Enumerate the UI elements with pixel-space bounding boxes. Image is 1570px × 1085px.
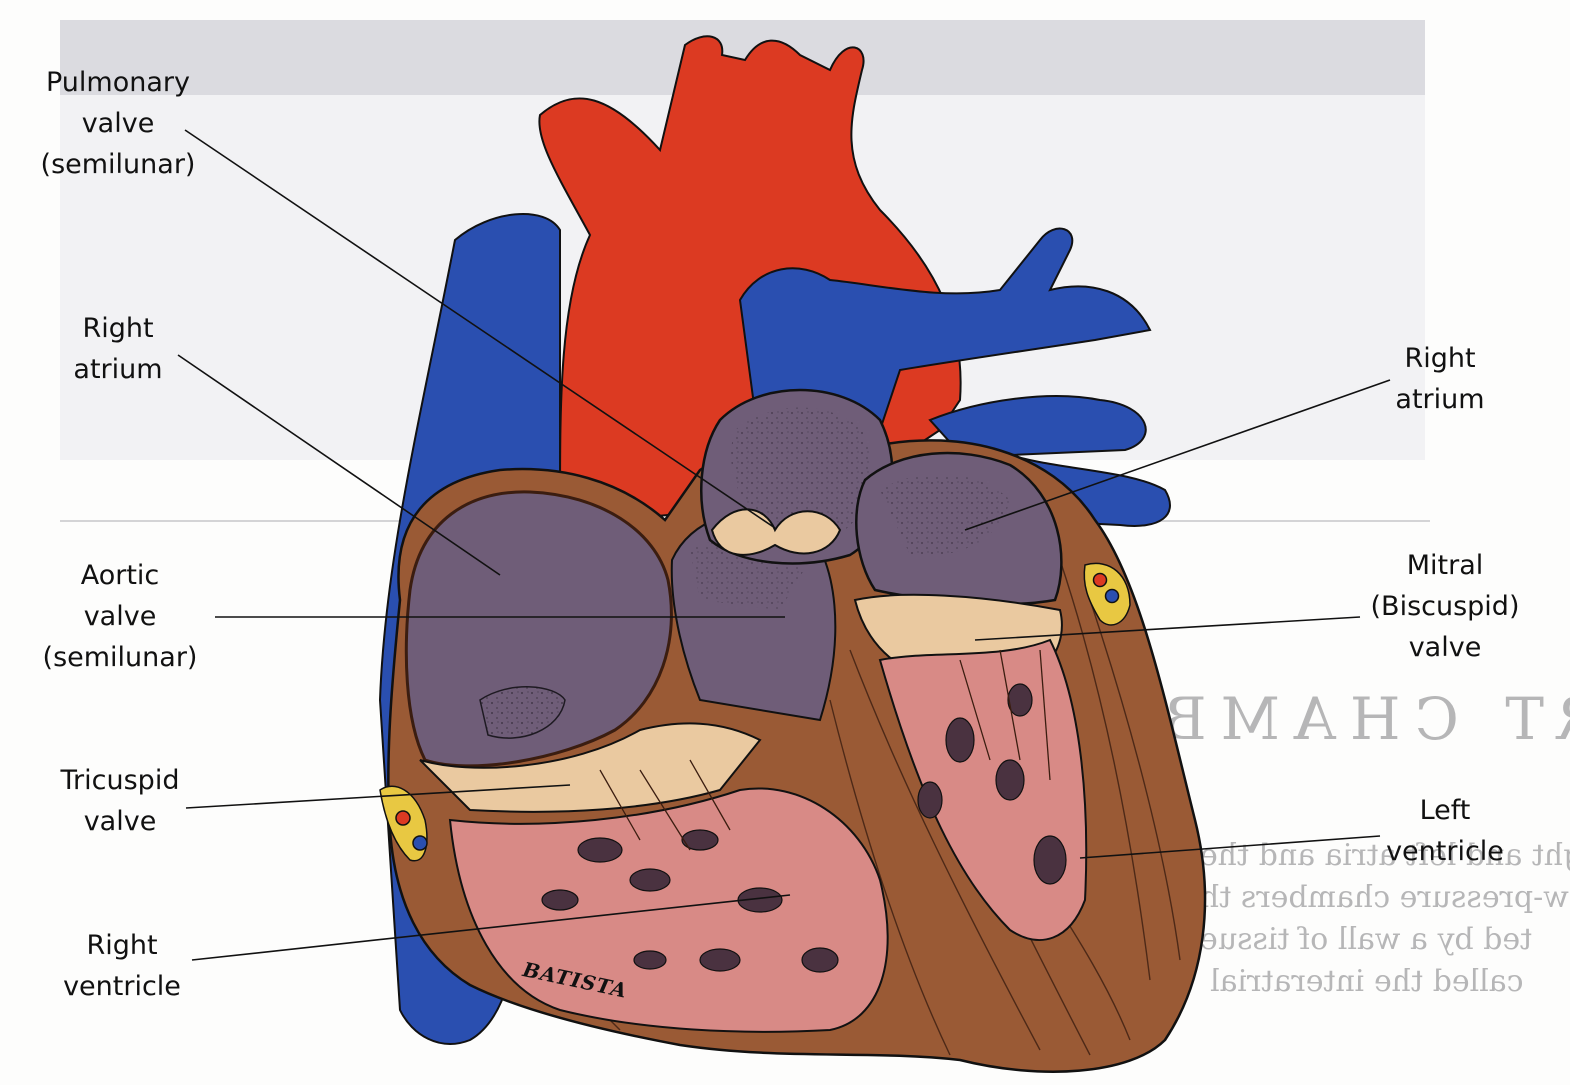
coronary-artery-right [1094,574,1107,587]
label-mitral-valve: Mitral (Biscuspid) valve [1355,545,1535,668]
label-right-atrium-left: Right atrium [38,308,198,390]
label-line: atrium [1365,379,1515,420]
label-line: Right [38,308,198,349]
label-line: Tricuspid [30,760,210,801]
label-left-ventricle: Left ventricle [1370,790,1520,872]
label-line: Mitral [1355,545,1535,586]
label-aortic-valve: Aortic valve (semilunar) [20,555,220,678]
label-line: Right [32,925,212,966]
label-line: valve [20,596,220,637]
label-line: Right [1365,338,1515,379]
label-line: (semilunar) [18,144,218,185]
label-right-ventricle: Right ventricle [32,925,212,1007]
label-line: atrium [38,349,198,390]
coronary-vein-right [1106,590,1119,603]
coronary-artery-left [396,811,410,825]
label-line: (Biscuspid) [1355,586,1535,627]
label-line: Left [1370,790,1520,831]
label-line: (semilunar) [20,637,220,678]
label-pulmonary-valve: Pulmonary valve (semilunar) [18,62,218,185]
label-line: ventricle [1370,831,1520,872]
label-right-atrium-right: Right atrium [1365,338,1515,420]
label-line: Pulmonary [18,62,218,103]
label-line: valve [30,801,210,842]
label-line: valve [18,103,218,144]
coronary-vein-left [413,836,427,850]
label-line: Aortic [20,555,220,596]
label-line: ventricle [32,966,212,1007]
label-tricuspid-valve: Tricuspid valve [30,760,210,842]
label-line: valve [1355,627,1535,668]
